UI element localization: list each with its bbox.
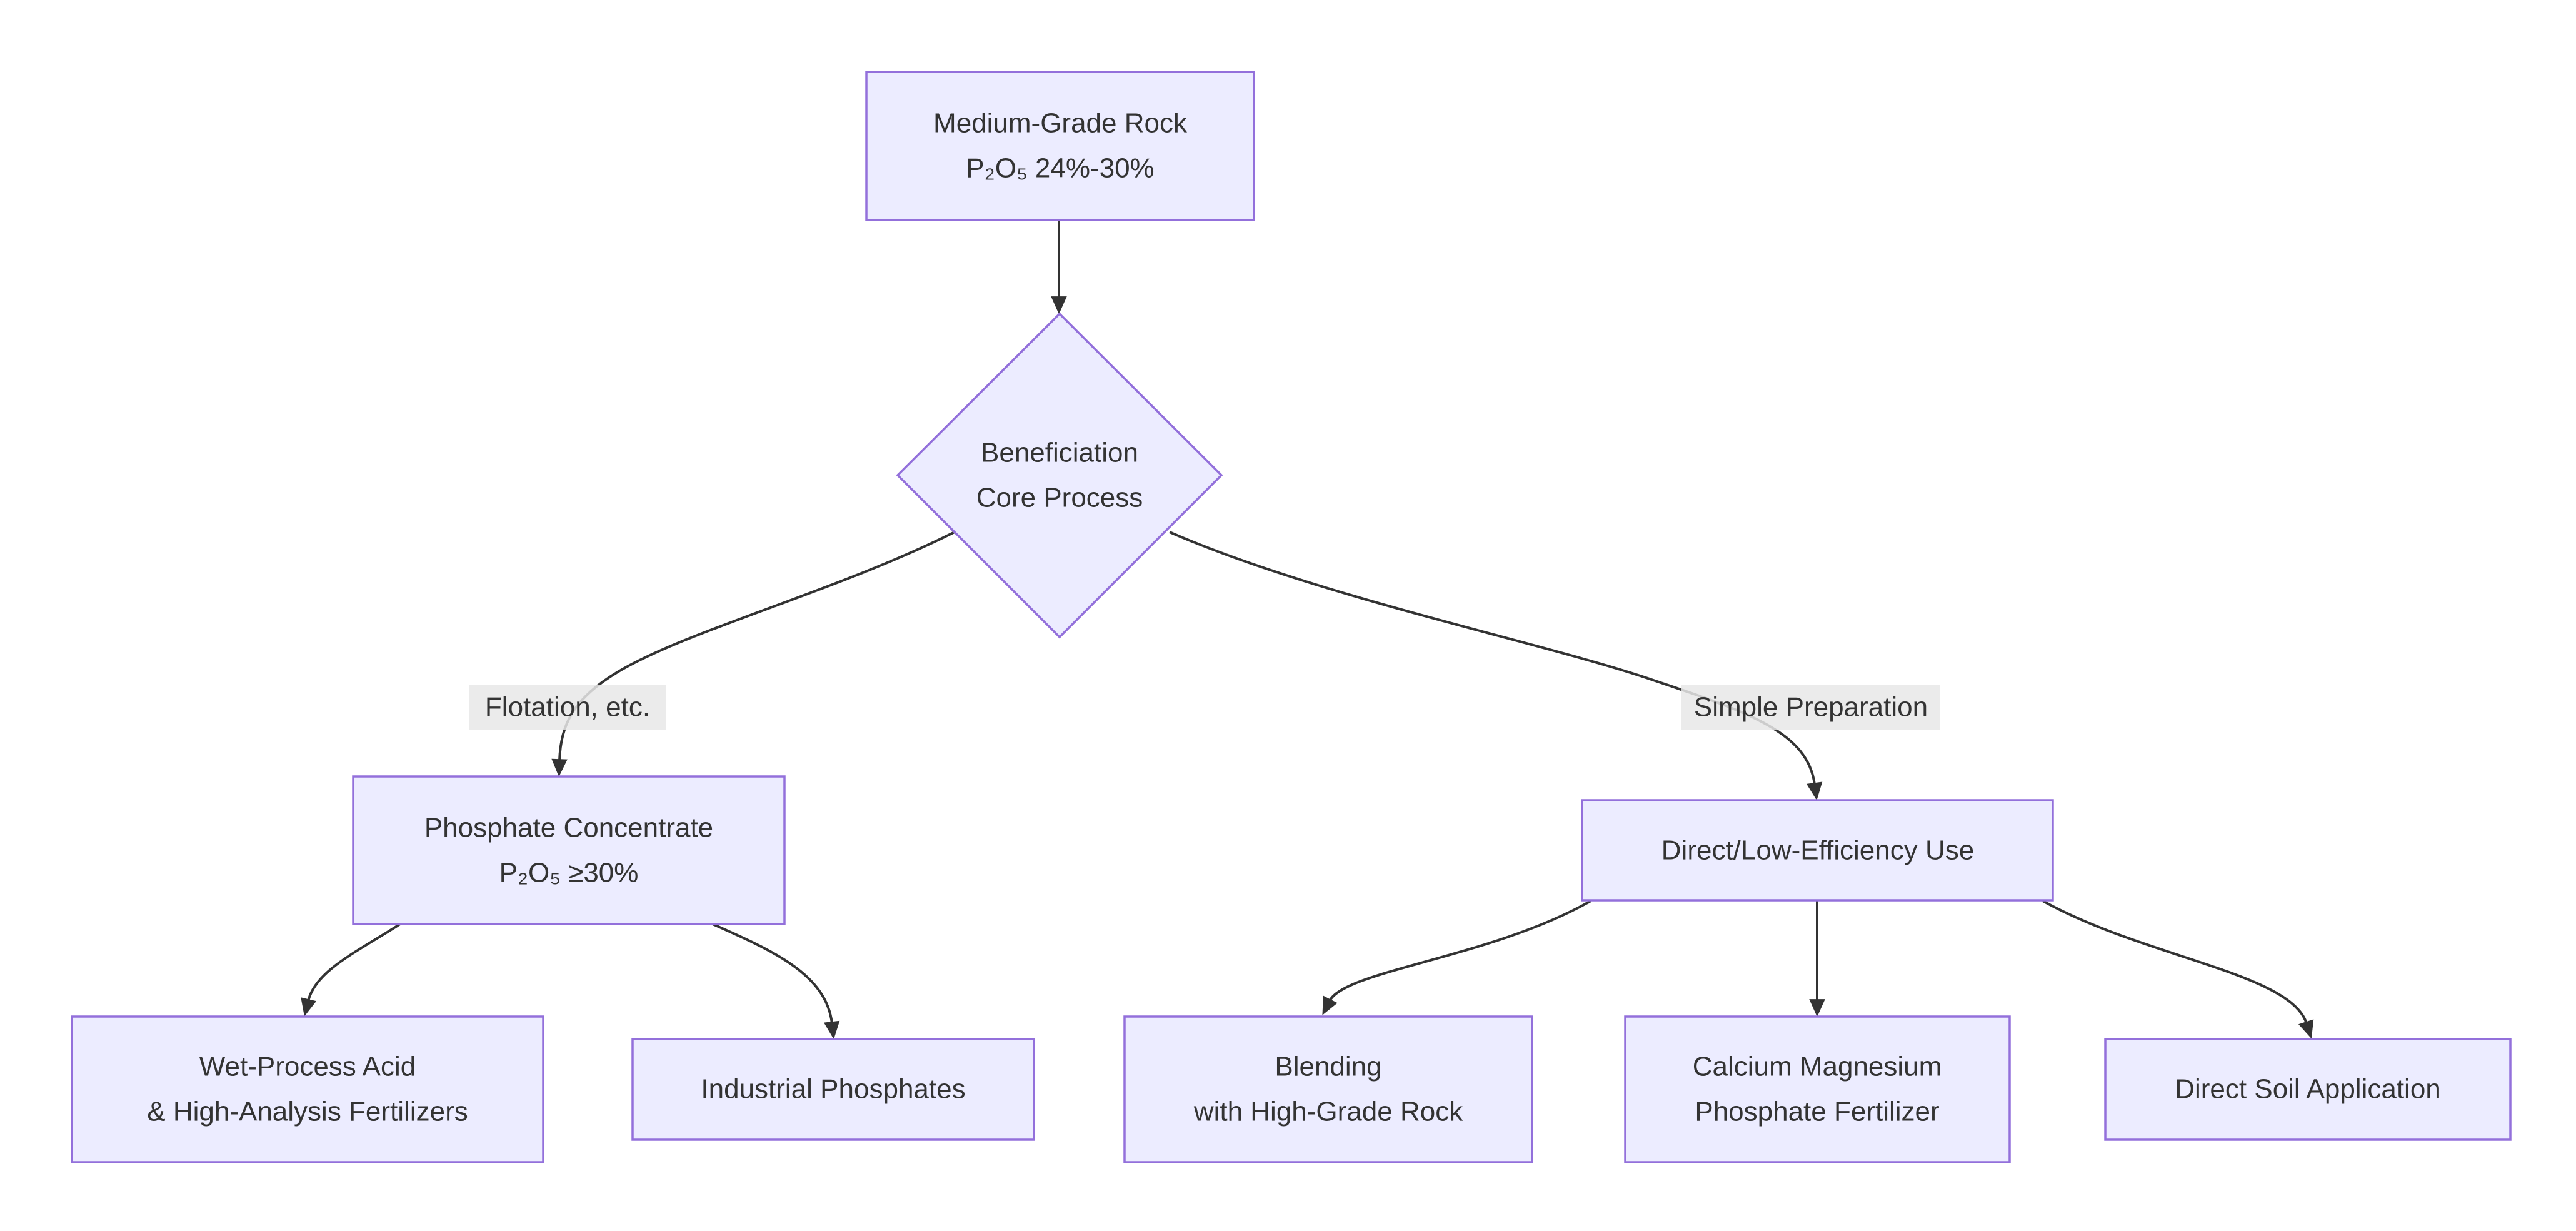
node-label-line1: Calcium Magnesium	[1693, 1052, 1942, 1082]
node-box	[2104, 1038, 2512, 1141]
node-label-line2: Core Process	[976, 483, 1143, 513]
edge-label-bg	[469, 685, 666, 730]
node-box	[71, 1015, 544, 1163]
edge-beneficiation-to-direct-use	[1169, 531, 1823, 801]
edge-concentrate-to-wet-process	[301, 923, 401, 1017]
node-industrial-phosphates: Industrial Phosphates	[631, 1038, 1035, 1141]
node-label-line2: with High-Grade Rock	[1193, 1097, 1463, 1127]
node-label-line2: & High-Analysis Fertilizers	[147, 1097, 468, 1127]
node-box	[1123, 1015, 1533, 1163]
node-box	[352, 775, 786, 925]
edge-label-flotation: Flotation, etc.	[469, 685, 666, 730]
edge-label-bg	[1681, 685, 1940, 730]
node-label-line2: P₂O₅ 24%-30%	[966, 153, 1154, 184]
node-diamond	[896, 312, 1223, 639]
node-label-line1: Industrial Phosphates	[701, 1074, 965, 1105]
node-box	[1624, 1015, 2011, 1163]
edge-label-text: Flotation, etc.	[485, 692, 650, 723]
edge-label-text: Simple Preparation	[1694, 692, 1928, 723]
node-label-line1: Direct/Low-Efficiency Use	[1661, 835, 1974, 866]
node-calcium-magnesium-fertilizer: Calcium Magnesium Phosphate Fertilizer	[1624, 1015, 2011, 1163]
edge-concentrate-to-industrial	[712, 923, 840, 1040]
node-label-line1: Blending	[1275, 1052, 1381, 1082]
node-label-line1: Wet-Process Acid	[199, 1052, 416, 1082]
node-direct-soil-application: Direct Soil Application	[2104, 1038, 2512, 1141]
edge-direct-use-to-blending	[1322, 900, 1591, 1015]
node-label-line1: Direct Soil Application	[2175, 1074, 2441, 1105]
node-direct-low-efficiency-use: Direct/Low-Efficiency Use	[1581, 799, 2054, 902]
node-box	[1581, 799, 2054, 902]
node-label-line2: P₂O₅ ≥30%	[499, 858, 639, 888]
edge-label-simple-preparation: Simple Preparation	[1681, 685, 1940, 730]
node-label-line1: Beneficiation	[981, 438, 1138, 468]
node-label-line1: Phosphate Concentrate	[424, 813, 713, 843]
node-wet-process-acid: Wet-Process Acid & High-Analysis Fertili…	[71, 1015, 544, 1163]
node-box	[865, 71, 1255, 221]
node-medium-grade-rock: Medium-Grade Rock P₂O₅ 24%-30%	[865, 71, 1255, 221]
edge-direct-use-to-soil	[2042, 900, 2314, 1039]
node-label-line1: Medium-Grade Rock	[933, 108, 1188, 139]
node-blending-high-grade: Blending with High-Grade Rock	[1123, 1015, 1533, 1163]
node-phosphate-concentrate: Phosphate Concentrate P₂O₅ ≥30%	[352, 775, 786, 925]
node-label-line2: Phosphate Fertilizer	[1695, 1097, 1939, 1127]
node-box	[631, 1038, 1035, 1141]
node-beneficiation-decision: Beneficiation Core Process	[896, 312, 1223, 639]
